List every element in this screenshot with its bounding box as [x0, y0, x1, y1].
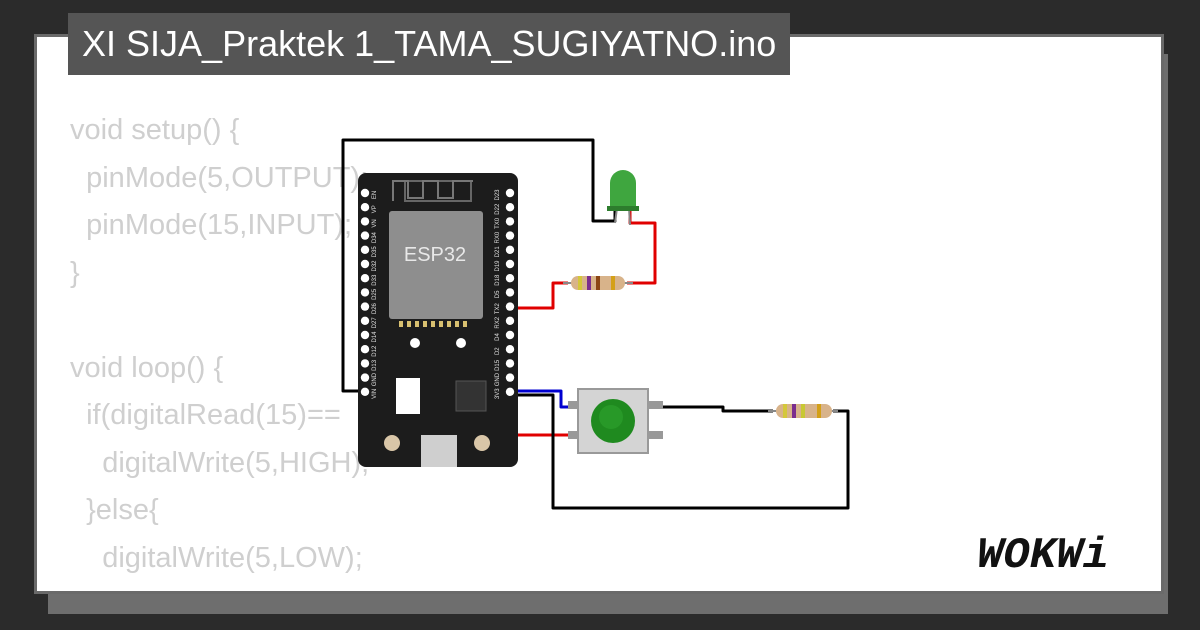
right-pin-tx0	[505, 217, 515, 226]
left-pin-d34	[360, 231, 370, 240]
right-pin-gnd	[505, 373, 515, 382]
esp32-chip-label: ESP32	[404, 244, 466, 266]
right-pin-label: 3V3	[495, 388, 501, 399]
code-line: void loop() {	[70, 351, 224, 384]
circuit-diagram: ESP32 ENVPVND34D35D32D33D25D26D27D14D12D…	[341, 138, 850, 510]
right-pin-d18	[505, 274, 515, 283]
wire-black-button-resistor	[663, 405, 773, 413]
right-pin-label: D22	[495, 203, 501, 215]
pushbutton-icon	[568, 388, 663, 454]
right-pin-label: TX2	[495, 302, 501, 314]
left-pin-d12	[360, 345, 370, 354]
simulation-card: void setup() { pinMode(5,OUTPUT); pinMod…	[34, 34, 1164, 594]
left-pin-d26	[360, 302, 370, 311]
resistor-icon-pulldown	[768, 404, 838, 418]
left-pin-label: D34	[372, 231, 378, 243]
right-pin-label: GND	[495, 372, 501, 386]
left-pin-gnd	[360, 373, 370, 382]
code-line: if(digitalRead(15)==	[70, 399, 341, 431]
left-pin-label: VIN	[372, 389, 378, 399]
left-pin-label: VP	[372, 205, 378, 213]
green-led-icon	[607, 170, 639, 226]
code-line: void setup() {	[70, 114, 240, 146]
left-pin-d27	[360, 316, 370, 325]
left-pin-label: D26	[372, 302, 378, 314]
left-pin-label: D27	[372, 317, 378, 329]
left-pin-d13	[360, 359, 370, 368]
right-pin-label: D21	[495, 246, 501, 258]
left-pin-label: D14	[372, 331, 378, 343]
left-pin-d33	[360, 274, 370, 283]
left-pin-vp	[360, 203, 370, 212]
code-line: digitalWrite(5,HIGH);	[70, 446, 370, 479]
left-pin-label: EN	[372, 191, 378, 199]
right-pin-label: D15	[495, 359, 501, 371]
code-preview: void setup() { pinMode(5,OUTPUT); pinMod…	[70, 107, 370, 591]
right-pin-d21	[505, 245, 515, 254]
right-pin-rx0	[505, 231, 515, 240]
resistor-icon-led	[563, 276, 633, 290]
project-title: XI SIJA_Praktek 1_TAMA_SUGIYATNO.ino	[68, 13, 791, 75]
svg-text:WOKWi: WOKWi	[977, 531, 1109, 577]
right-pin-rx2	[505, 316, 515, 325]
wokwi-logo: WOKWi	[977, 531, 1109, 577]
left-pin-label: GND	[372, 372, 378, 386]
left-pin-d35	[360, 245, 370, 254]
right-pin-d5	[505, 288, 515, 297]
right-pin-d22	[505, 203, 515, 212]
left-pin-label: D12	[372, 345, 378, 357]
code-line: pinMode(15,INPUT);	[70, 209, 353, 241]
right-pin-label: D19	[495, 260, 501, 272]
right-pin-label: TX0	[495, 217, 501, 229]
right-pin-d23	[505, 188, 515, 198]
right-pin-d4	[505, 330, 515, 340]
right-pin-d2	[505, 345, 515, 354]
left-pin-label: D32	[372, 260, 378, 272]
code-line: }	[70, 256, 80, 289]
right-pin-label: D2	[495, 347, 501, 355]
right-pin-label: RX2	[495, 316, 501, 328]
right-pin-d15	[505, 359, 515, 368]
left-pin-label: VN	[372, 219, 378, 227]
left-pin-d32	[360, 259, 370, 269]
right-pin-d19	[505, 259, 515, 269]
wire-red-led-resistor	[627, 211, 657, 285]
esp32-board: ESP32 ENVPVND34D35D32D33D25D26D27D14D12D…	[358, 173, 518, 467]
left-pin-en	[360, 188, 370, 198]
left-pin-label: D33	[372, 274, 378, 286]
code-line: pinMode(5,OUTPUT);	[70, 161, 369, 194]
left-pin-vin	[360, 387, 370, 396]
left-pin-label: D13	[372, 359, 378, 371]
right-pin-label: D5	[495, 290, 501, 298]
code-line: }	[70, 582, 369, 591]
right-pin-label: D18	[495, 274, 501, 286]
wire-red-d5-resistor	[510, 281, 568, 310]
right-pin-label: RX0	[495, 231, 501, 243]
code-line: }else{	[70, 494, 159, 526]
left-pin-label: D35	[372, 246, 378, 258]
code-line: digitalWrite(5,LOW);	[70, 541, 363, 574]
wire-black-gnd-resistor	[510, 393, 850, 510]
left-pin-label: D25	[372, 288, 378, 300]
left-pin-d14	[360, 330, 370, 340]
right-pin-label: D23	[495, 189, 501, 201]
right-pin-tx2	[505, 302, 515, 311]
right-pin-label: D4	[495, 333, 501, 341]
left-pin-vn	[360, 217, 370, 226]
right-pin-3v3	[505, 387, 515, 396]
left-pin-d25	[360, 288, 370, 297]
esp32-chip	[389, 211, 483, 319]
